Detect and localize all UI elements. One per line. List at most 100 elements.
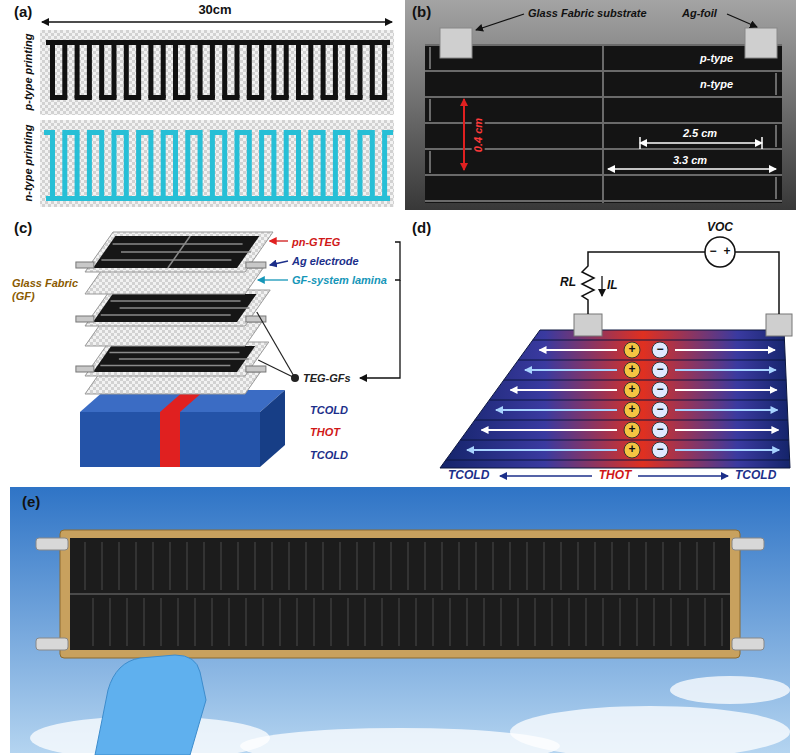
leg-gap	[296, 598, 297, 646]
p-type-leg	[148, 40, 153, 98]
render-background	[405, 0, 796, 210]
leg-gap	[262, 598, 263, 646]
temperature-label: TCOLD	[448, 469, 489, 483]
carrier-sign: +	[628, 383, 635, 397]
leg-gap	[228, 598, 229, 646]
carrier-sign: +	[628, 363, 635, 377]
part-label: Glass Fabric substrate	[528, 7, 647, 20]
p-type-leg	[124, 40, 129, 98]
carrier-arrow	[675, 409, 777, 411]
leg-gap	[101, 259, 231, 261]
leg-gap	[109, 352, 239, 354]
leg-gap	[602, 598, 603, 646]
leg-gap	[113, 243, 243, 245]
carrier-arrow	[496, 409, 617, 411]
leg-gap	[373, 542, 374, 590]
leg-gap	[543, 542, 544, 590]
load-resistor-wire	[582, 252, 705, 314]
n-type-leg	[259, 134, 264, 196]
leg-gap	[313, 598, 314, 646]
gloved-hand	[95, 655, 206, 755]
leader-arrow	[270, 240, 288, 241]
serpentine-gap	[429, 99, 431, 121]
signal-name: VOC	[707, 221, 733, 235]
dimension-arrow	[640, 142, 762, 144]
p-type-leg	[173, 40, 178, 98]
p-type-leg	[370, 40, 375, 98]
leg-gap	[517, 598, 518, 646]
leg-gap	[203, 542, 204, 590]
p-type-foot	[278, 95, 289, 100]
p-type-leg	[321, 40, 326, 98]
row-gap	[504, 379, 786, 380]
p-type-leg	[296, 40, 301, 98]
dimension-label: 2.5 cm	[683, 127, 717, 140]
p-type-leg	[358, 40, 363, 98]
p-type-leg	[62, 40, 67, 98]
n-type-leg	[345, 134, 350, 196]
serpentine-gap	[429, 47, 431, 69]
artwork	[10, 0, 796, 755]
leg-gap	[347, 598, 348, 646]
carrier-circle	[652, 382, 668, 398]
carrier-circle	[624, 402, 640, 418]
n-type-rail	[46, 196, 390, 201]
n-type-cap	[216, 130, 227, 135]
leg-gap	[704, 598, 705, 646]
leader-line	[258, 360, 295, 378]
panel-letter: (e)	[22, 493, 40, 510]
leg-gap	[119, 358, 249, 360]
temperature-label: TCOLD	[310, 404, 348, 417]
row-gap	[489, 399, 787, 400]
p-type-leg	[198, 40, 203, 98]
n-type-cap	[69, 130, 80, 135]
leg-gap	[305, 542, 306, 590]
p-type-leg	[210, 40, 215, 98]
temperature-label: THOT	[310, 426, 340, 439]
n-type-leg	[235, 134, 240, 196]
n-type-cap	[290, 130, 301, 135]
p-type-foot	[56, 95, 67, 100]
device-border	[60, 530, 740, 658]
leg-gap	[245, 598, 246, 646]
wire	[735, 252, 779, 314]
carrier-circle	[652, 402, 668, 418]
p-type-foot	[130, 95, 141, 100]
polarity-sign: −	[709, 245, 716, 259]
panel-letter: (a)	[14, 3, 32, 20]
leg-gap	[636, 598, 637, 646]
n-type-leg	[185, 134, 190, 196]
panel-letter: (d)	[412, 219, 431, 236]
leg-gap	[120, 307, 250, 309]
p-type-leg	[222, 40, 227, 98]
row-gap	[518, 359, 785, 360]
cloud	[510, 706, 790, 755]
carrier-circle	[652, 422, 668, 438]
leg-gap	[271, 542, 272, 590]
p-type-leg	[112, 40, 117, 98]
p-type-leg	[75, 40, 80, 98]
p-type-foot	[179, 95, 190, 100]
temperature-label: TCOLD	[310, 449, 348, 462]
n-type-leg	[161, 134, 166, 196]
column-gap	[168, 236, 190, 268]
leg-gap	[721, 598, 722, 646]
printed-fabric	[425, 45, 782, 203]
n-type-cap	[192, 130, 203, 135]
leg-gap	[186, 542, 187, 590]
glass-fabric-layer	[85, 232, 273, 272]
signal-name: IL	[607, 279, 618, 293]
leg-gap	[713, 542, 714, 590]
n-type-cap	[93, 130, 104, 135]
leg-gap	[398, 598, 399, 646]
leg-gap	[121, 251, 251, 253]
leg-gap	[109, 598, 110, 646]
leg-gap	[441, 542, 442, 590]
part-label: Glass Fabric (GF)	[12, 277, 92, 302]
leg-gap	[670, 598, 671, 646]
current-arrow	[601, 276, 602, 296]
n-type-leg	[173, 134, 178, 196]
p-type-leg	[99, 40, 104, 98]
leg-gap	[322, 542, 323, 590]
